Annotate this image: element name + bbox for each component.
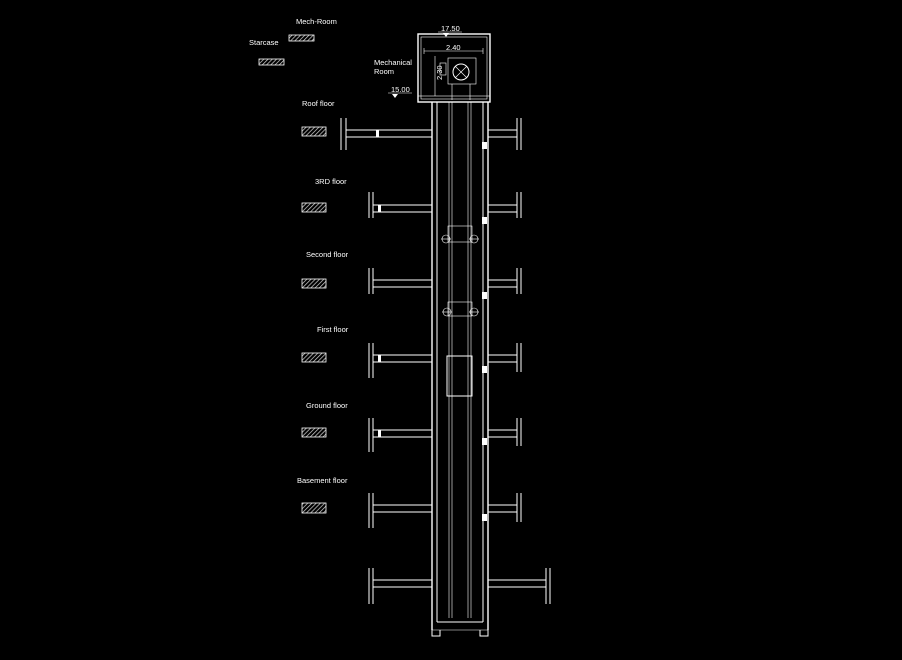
floor-swatch-3rd xyxy=(301,202,327,213)
floor-legend: Roof floor 3RD floor Second floor First … xyxy=(297,99,349,514)
elevator-cab xyxy=(446,355,473,397)
level-top-value: 17.50 xyxy=(441,24,460,33)
floor-label-first: First floor xyxy=(317,325,349,334)
mechanical-room: Mechanical Room 17.50 2.40 2.30 15.00 xyxy=(374,24,491,103)
floor-swatch-basement xyxy=(301,502,327,514)
legend-mech-room-label: Mech-Room xyxy=(296,17,337,26)
level-floor-value: 15.00 xyxy=(391,85,410,94)
left-slabs xyxy=(340,118,432,604)
floor-swatch-roof xyxy=(301,126,327,137)
machine-sheave-icon xyxy=(452,63,470,81)
floor-swatch-first xyxy=(301,352,327,363)
floor-label-second: Second floor xyxy=(306,250,349,259)
mech-room-width-dim: 2.40 xyxy=(446,43,461,52)
floor-swatch-ground xyxy=(301,427,327,438)
level-floor-marker-icon xyxy=(392,94,398,98)
legend-mech-room-swatch xyxy=(288,34,315,42)
elevator-car xyxy=(441,225,479,397)
legend: Mech-Room Starcase xyxy=(249,17,337,66)
floor-label-basement: Basement floor xyxy=(297,476,348,485)
right-slabs xyxy=(482,118,551,604)
floor-swatch-second xyxy=(301,278,327,289)
floor-label-ground: Ground floor xyxy=(306,401,348,410)
mech-room-label-1: Mechanical xyxy=(374,58,412,67)
elevator-shaft xyxy=(431,102,489,637)
mech-room-height-dim: 2.30 xyxy=(435,65,444,80)
hoist-machine xyxy=(447,57,477,85)
mech-room-inner xyxy=(420,36,488,100)
legend-staircase-swatch xyxy=(258,58,285,66)
level-top-marker-icon xyxy=(443,33,449,37)
floor-label-roof: Roof floor xyxy=(302,99,335,108)
mech-room-label-2: Room xyxy=(374,67,394,76)
floor-label-3rd: 3RD floor xyxy=(315,177,347,186)
legend-staircase-label: Starcase xyxy=(249,38,279,47)
